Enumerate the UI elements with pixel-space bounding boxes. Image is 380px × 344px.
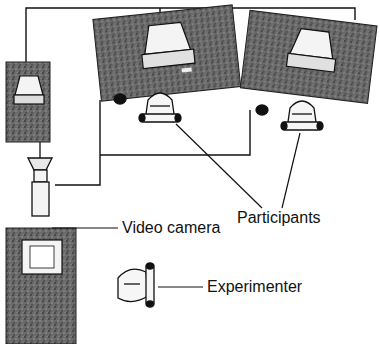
leader-line — [52, 124, 300, 287]
desk-monitor — [6, 62, 50, 142]
desk-monitor — [240, 10, 377, 103]
participant-figure — [256, 101, 323, 130]
desk-monitor — [6, 228, 76, 344]
callout-label: Experimenter — [206, 279, 303, 295]
desk-monitor — [93, 5, 241, 101]
participant-figure — [114, 93, 181, 122]
callout-label: Video camera — [121, 220, 221, 236]
experimenter-figure — [118, 263, 154, 307]
video-camera — [28, 142, 52, 216]
callout-label: Participants — [236, 210, 322, 226]
